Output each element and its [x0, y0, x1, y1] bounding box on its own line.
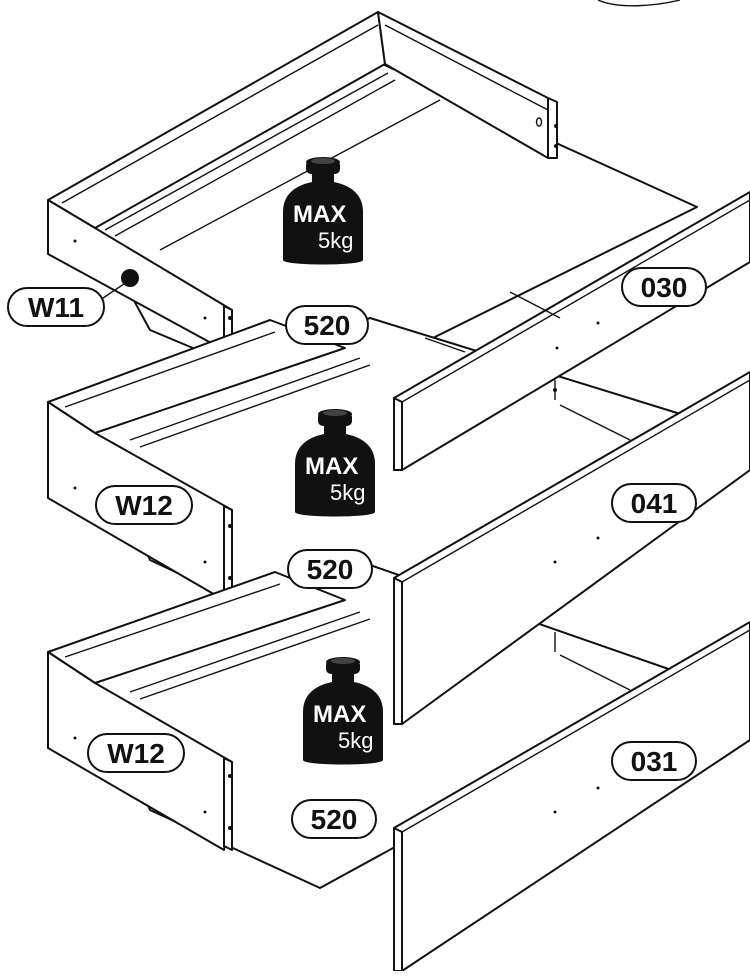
weight-max-label: MAX	[313, 701, 366, 728]
max-weight-icon: MAX 5kg	[283, 157, 363, 265]
svg-text:W12: W12	[107, 738, 165, 769]
part-label-520-mid: 520	[287, 549, 373, 589]
weight-max-label: MAX	[305, 453, 358, 480]
svg-text:031: 031	[631, 746, 678, 777]
part-label-041: 041	[611, 483, 697, 523]
front-panel-middle	[393, 371, 750, 725]
svg-text:W11: W11	[28, 292, 84, 323]
part-label-520-top: 520	[285, 305, 369, 345]
part-label-w12-mid: W12	[95, 485, 193, 525]
front-panel-top	[393, 191, 750, 471]
front-panel-bottom	[393, 621, 750, 972]
part-label-520-bottom: 520	[291, 799, 377, 839]
part-label-030: 030	[621, 267, 707, 307]
svg-text:W12: W12	[115, 490, 173, 521]
svg-text:030: 030	[641, 272, 688, 303]
svg-text:520: 520	[304, 310, 351, 341]
weight-load-label: 5kg	[330, 480, 365, 505]
part-label-w11: W11	[7, 287, 105, 327]
weight-max-label: MAX	[293, 201, 346, 228]
part-label-031: 031	[611, 741, 697, 781]
weight-load-label: 5kg	[318, 228, 353, 253]
weight-load-label: 5kg	[338, 728, 373, 753]
part-label-w12-bottom: W12	[87, 733, 185, 773]
max-weight-icon: MAX 5kg	[295, 409, 375, 517]
svg-text:041: 041	[631, 488, 678, 519]
svg-text:520: 520	[307, 554, 354, 585]
max-weight-icon: MAX 5kg	[303, 657, 383, 765]
svg-text:520: 520	[311, 804, 358, 835]
